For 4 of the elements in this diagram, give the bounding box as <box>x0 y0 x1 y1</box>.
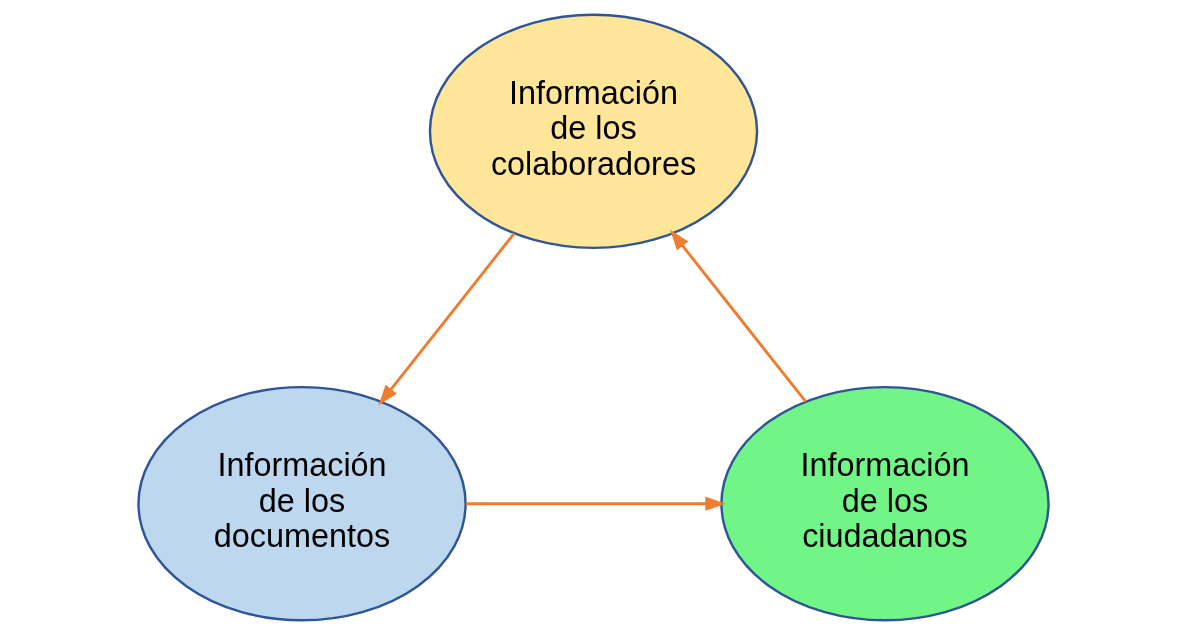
arrow <box>670 229 807 403</box>
node-ellipse: Información de los ciudadanos <box>720 385 1050 622</box>
arrow <box>378 232 516 406</box>
arrow <box>466 496 726 511</box>
